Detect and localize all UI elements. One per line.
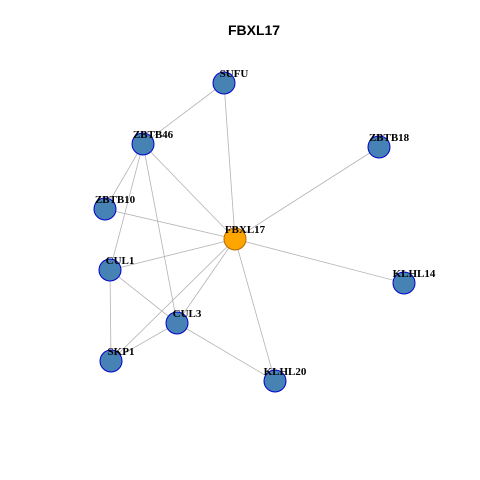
node-circle-skp1: [99, 349, 123, 373]
node-fbxl17: FBXL17: [223, 224, 266, 251]
graph-title: FBXL17: [228, 22, 280, 38]
edge-zbtb10-fbxl17: [104, 208, 236, 240]
node-label-klhl14: KLHL14: [393, 268, 436, 280]
node-label-fbxl17: FBXL17: [225, 224, 266, 236]
node-circle-zbtb46: [131, 132, 155, 156]
node-circle-sufu: [212, 71, 236, 95]
edge-zbtb46-fbxl17: [142, 143, 236, 240]
node-sufu: SUFU: [212, 68, 249, 95]
node-circle-zbtb10: [93, 197, 117, 221]
node-zbtb10: ZBTB10: [93, 194, 136, 221]
edge-sufu-fbxl17: [223, 82, 236, 240]
node-circle-cul1: [98, 258, 122, 282]
node-label-skp1: SKP1: [108, 346, 135, 358]
node-circle-klhl20: [263, 369, 287, 393]
node-zbtb46: ZBTB46: [131, 129, 174, 156]
node-label-cul1: CUL1: [106, 255, 135, 267]
edge-zbtb18-fbxl17: [234, 146, 380, 240]
node-klhl14: KLHL14: [392, 268, 436, 295]
edge-cul3-klhl20: [176, 322, 276, 382]
node-circle-fbxl17: [223, 227, 247, 251]
node-label-sufu: SUFU: [220, 68, 249, 80]
edge-sufu-zbtb46: [142, 82, 225, 145]
node-cul1: CUL1: [98, 255, 135, 282]
edge-cul1-cul3: [109, 269, 178, 324]
edge-cul3-skp1: [110, 322, 178, 362]
node-circle-klhl14: [392, 271, 416, 295]
node-circle-cul3: [165, 311, 189, 335]
edge-zbtb46-cul3: [142, 143, 178, 324]
node-skp1: SKP1: [99, 346, 135, 373]
node-cul3: CUL3: [165, 308, 202, 335]
edge-layer: [104, 82, 405, 382]
node-label-klhl20: KLHL20: [264, 366, 307, 378]
node-label-cul3: CUL3: [173, 308, 202, 320]
edge-cul1-fbxl17: [109, 238, 236, 271]
node-zbtb18: ZBTB18: [367, 132, 410, 159]
node-klhl20: KLHL20: [263, 366, 307, 393]
edge-zbtb46-cul1: [109, 143, 144, 271]
edge-fbxl17-skp1: [110, 238, 236, 362]
edge-zbtb46-zbtb10: [104, 143, 144, 210]
node-label-zbtb18: ZBTB18: [369, 132, 410, 144]
edge-fbxl17-klhl20: [234, 238, 276, 382]
node-circle-zbtb18: [367, 135, 391, 159]
edge-cul1-skp1: [109, 269, 112, 362]
node-label-zbtb46: ZBTB46: [133, 129, 174, 141]
node-label-zbtb10: ZBTB10: [95, 194, 136, 206]
edge-fbxl17-klhl14: [234, 238, 405, 284]
node-layer: FBXL17 SUFU ZBTB46 ZBTB18ZBTB10CUL1KLHL14CU…: [93, 68, 436, 393]
edge-fbxl17-cul3: [176, 238, 236, 324]
